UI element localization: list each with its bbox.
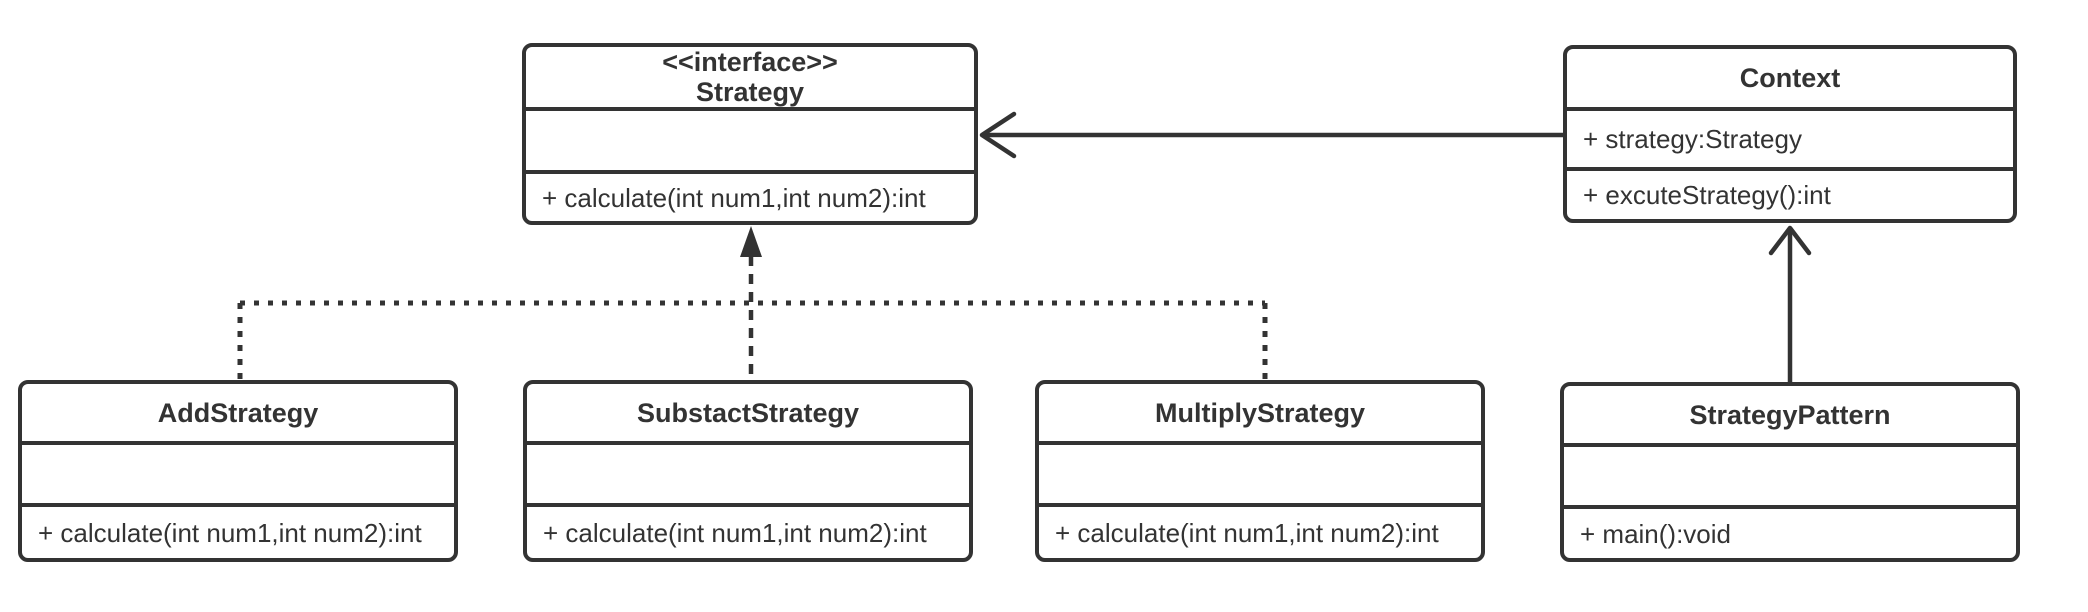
class-title-strategy: <<interface>> Strategy bbox=[526, 47, 974, 107]
attributes-compartment-addstrategy bbox=[22, 441, 454, 503]
methods-compartment-context: + excuteStrategy():int bbox=[1567, 167, 2013, 219]
method-label: + calculate(int num1,int num2):int bbox=[542, 182, 926, 213]
attributes-compartment-multiplystrategy bbox=[1039, 441, 1481, 503]
realization-filled-arrowhead-icon bbox=[740, 226, 762, 257]
class-name-label: MultiplyStrategy bbox=[1154, 397, 1366, 428]
class-title-context: Context bbox=[1567, 49, 2013, 107]
class-name-label: StrategyPattern bbox=[1689, 399, 1891, 430]
class-name-label: SubstactStrategy bbox=[636, 397, 860, 428]
class-box-context[interactable]: Context + strategy:Strategy + excuteStra… bbox=[1563, 45, 2017, 223]
method-label: + excuteStrategy():int bbox=[1583, 180, 1831, 210]
class-box-strategypattern[interactable]: StrategyPattern + main():void bbox=[1560, 382, 2020, 562]
method-label: + main():void bbox=[1580, 518, 1731, 549]
method-label: + calculate(int num1,int num2):int bbox=[543, 517, 927, 548]
class-box-substactstrategy[interactable]: SubstactStrategy + calculate(int num1,in… bbox=[523, 380, 973, 562]
methods-compartment-strategypattern: + main():void bbox=[1564, 505, 2016, 558]
methods-compartment-substactstrategy: + calculate(int num1,int num2):int bbox=[527, 503, 969, 558]
class-title-substactstrategy: SubstactStrategy bbox=[527, 384, 969, 441]
association-strategypattern-to-context-open-arrowhead-icon bbox=[1768, 225, 1812, 256]
class-title-multiplystrategy: MultiplyStrategy bbox=[1039, 384, 1481, 441]
class-title-addstrategy: AddStrategy bbox=[22, 384, 454, 441]
class-box-multiplystrategy[interactable]: MultiplyStrategy + calculate(int num1,in… bbox=[1035, 380, 1485, 562]
methods-compartment-addstrategy: + calculate(int num1,int num2):int bbox=[22, 503, 454, 558]
class-name-label: AddStrategy bbox=[157, 397, 319, 428]
method-label: + calculate(int num1,int num2):int bbox=[38, 517, 422, 548]
class-box-addstrategy[interactable]: AddStrategy + calculate(int num1,int num… bbox=[18, 380, 458, 562]
attributes-compartment-strategypattern bbox=[1564, 443, 2016, 505]
attributes-compartment-context: + strategy:Strategy bbox=[1567, 107, 2013, 167]
association-context-to-strategy-open-arrowhead-icon bbox=[979, 111, 1017, 159]
methods-compartment-multiplystrategy: + calculate(int num1,int num2):int bbox=[1039, 503, 1481, 558]
class-name-label: Context bbox=[1739, 63, 1841, 93]
attribute-label: + strategy:Strategy bbox=[1583, 124, 1802, 154]
class-name-label: Strategy bbox=[695, 77, 805, 107]
stereotype-label: <<interface>> bbox=[662, 47, 838, 77]
method-label: + calculate(int num1,int num2):int bbox=[1055, 517, 1439, 548]
attributes-compartment-strategy bbox=[526, 107, 974, 170]
class-title-strategypattern: StrategyPattern bbox=[1564, 386, 2016, 443]
attributes-compartment-substactstrategy bbox=[527, 441, 969, 503]
methods-compartment-strategy: + calculate(int num1,int num2):int bbox=[526, 170, 974, 221]
class-box-strategy[interactable]: <<interface>> Strategy + calculate(int n… bbox=[522, 43, 978, 225]
